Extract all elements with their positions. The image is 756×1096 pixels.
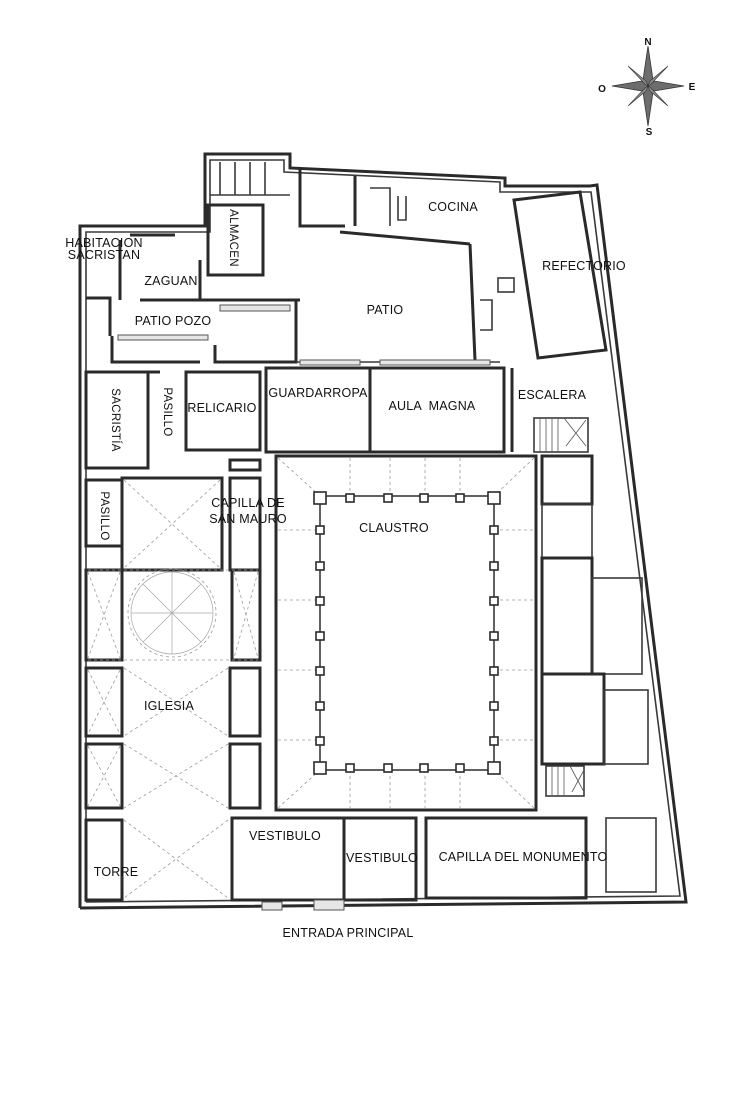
label-sacristia: SACRISTÍA <box>109 388 122 451</box>
central-row-walls <box>84 359 589 548</box>
compass-north-label: N <box>644 37 651 48</box>
label-torre: TORRE <box>94 865 139 879</box>
compass-south-label: S <box>646 127 653 138</box>
cloister-pillars <box>313 491 501 775</box>
label-patio: PATIO <box>367 303 404 317</box>
label-aula-magna: AULA MAGNA <box>389 399 476 413</box>
label-zaguan: ZAGUAN <box>144 274 197 288</box>
church-walls <box>84 476 262 902</box>
label-relicario: RELICARIO <box>187 401 256 415</box>
label-escalera: ESCALERA <box>518 388 587 402</box>
staircase-south <box>545 765 585 797</box>
north-block-walls <box>206 162 608 361</box>
staircase-north <box>533 417 589 453</box>
label-pasillo-lower: PASILLO <box>98 491 110 540</box>
outer-walls <box>78 152 688 910</box>
label-iglesia: IGLESIA <box>144 699 194 713</box>
cloister <box>274 454 538 812</box>
label-entrada-principal: ENTRADA PRINCIPAL <box>283 926 414 940</box>
label-capilla-san-mauro: CAPILLA DE <box>211 496 285 510</box>
label-vestibulo-right: VESTIBULO <box>346 851 418 865</box>
label-vestibulo-left: VESTIBULO <box>249 829 321 843</box>
label-capilla-san-mauro-2: SAN MAURO <box>209 512 287 526</box>
label-cocina: COCINA <box>428 200 478 214</box>
label-pasillo-upper: PASILLO <box>161 387 173 436</box>
compass-east-label: E <box>689 82 696 93</box>
room-labels: HABITACION SACRISTAN ZAGUAN ALMACEN COCI… <box>65 200 626 940</box>
church-dome <box>127 568 217 658</box>
label-habitacion-sacristan-2: SACRISTAN <box>68 248 140 262</box>
south-row-walls <box>84 816 657 911</box>
label-habitacion-sacristan: HABITACION <box>65 236 142 250</box>
label-capilla-monumento: CAPILLA DEL MONUMENTO <box>439 850 608 864</box>
label-guardarropa: GUARDARROPA <box>268 386 368 400</box>
label-patio-pozo: PATIO POZO <box>135 314 212 328</box>
label-almacen: ALMACEN <box>227 209 239 267</box>
label-refectorio: REFECTORIO <box>542 259 626 273</box>
compass-west-label: O <box>598 84 606 95</box>
west-wing-walls <box>86 233 300 364</box>
east-wing-walls <box>540 454 649 797</box>
label-claustro: CLAUSTRO <box>359 521 429 535</box>
compass-rose-icon <box>611 45 685 127</box>
